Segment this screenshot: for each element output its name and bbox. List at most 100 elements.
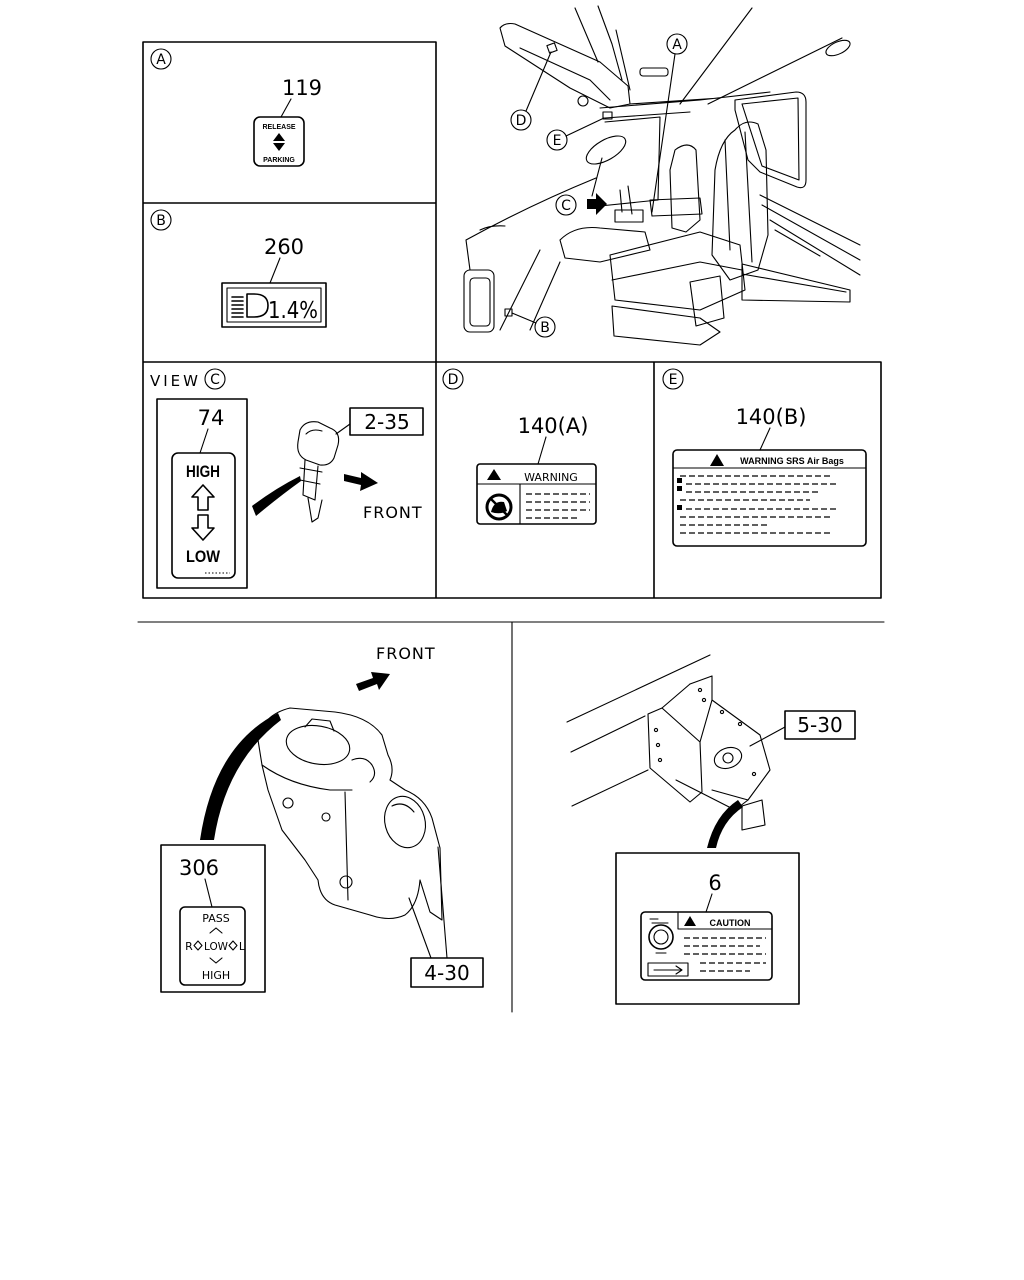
bolt-hole xyxy=(655,742,661,748)
windshield-header xyxy=(599,91,771,119)
ref-text: 2-35 xyxy=(364,410,409,434)
view-title: VIEW xyxy=(150,372,201,390)
bullet-square xyxy=(677,478,682,483)
leader-line xyxy=(280,98,292,118)
panel-b: B 260 1.4% xyxy=(150,209,327,328)
tag-letter: E xyxy=(669,372,678,388)
tag-circle xyxy=(546,129,568,151)
section-dividers xyxy=(137,621,885,1013)
steering-column xyxy=(591,157,603,197)
label-high-text: HIGH xyxy=(186,462,220,481)
tag-letter: E xyxy=(553,133,562,149)
knob-edge xyxy=(391,803,415,813)
tag-circle xyxy=(555,194,577,216)
panel-a: A 119 RELEASE PARKING xyxy=(150,48,322,167)
shift-levers xyxy=(619,185,633,215)
ref-box xyxy=(349,407,424,436)
high-low-shift-label: HIGH LOW xyxy=(171,452,236,579)
seat-back-stitching xyxy=(724,131,753,263)
diamond-icon xyxy=(228,940,238,951)
leader-line xyxy=(269,257,281,284)
label-outline xyxy=(253,116,305,167)
up-arrow-icon xyxy=(191,484,215,511)
part-number: 74 xyxy=(198,406,225,430)
lever-collar xyxy=(299,467,323,485)
chevron-up-icon xyxy=(209,927,223,934)
bolt-hole xyxy=(751,771,757,777)
label-location-e xyxy=(602,111,613,120)
bolt-hole xyxy=(737,721,743,727)
side-notch xyxy=(351,757,376,783)
tag-circle xyxy=(204,368,226,390)
panel-b-tag: B xyxy=(150,209,172,231)
label-outline xyxy=(179,906,246,986)
panel-borders xyxy=(142,41,882,599)
diamond-icon xyxy=(193,940,203,951)
mounted-unit-cap xyxy=(722,752,734,764)
dashboard-sweep xyxy=(465,177,597,271)
lamp-shape xyxy=(246,293,269,318)
switch-body xyxy=(257,707,443,921)
leader-line xyxy=(651,53,676,213)
panel-a-tag: A xyxy=(150,48,172,70)
knob-inner xyxy=(653,929,669,945)
panel-e: E 140(B) WARNING SRS Air Bags xyxy=(662,368,867,547)
lever-knob xyxy=(297,421,340,466)
console-edge xyxy=(519,47,611,101)
steering-wheel xyxy=(585,135,627,165)
label-percent-text: 1.4% xyxy=(268,298,318,324)
seat-base xyxy=(611,305,721,346)
roof-light xyxy=(825,39,851,57)
prohibition-ring xyxy=(485,493,513,521)
cab-callout-d: D xyxy=(510,51,552,131)
label-release-text: RELEASE xyxy=(262,124,295,131)
placeholder-text-lines xyxy=(684,937,766,972)
tag-letter: B xyxy=(540,320,550,336)
part-number: 260 xyxy=(264,235,304,259)
clamp-notch xyxy=(304,718,335,732)
front-label: FRONT xyxy=(363,503,423,522)
tag-circle xyxy=(150,209,172,231)
pointer-curve xyxy=(252,476,301,516)
part-number: 6 xyxy=(708,871,721,895)
label-parking-text: PARKING xyxy=(263,157,295,164)
tag-letter: C xyxy=(210,372,220,388)
switch-illustration xyxy=(257,707,443,921)
frame-rails xyxy=(566,654,711,807)
tag-letter: D xyxy=(448,372,459,388)
speaker xyxy=(577,95,589,107)
warning-label-140a: WARNING xyxy=(476,463,597,525)
panel-e-tag: E xyxy=(662,368,684,390)
tag-circle xyxy=(666,33,688,55)
part-number: 140(A) xyxy=(518,414,589,438)
headlight-icon xyxy=(231,293,269,318)
part-number: 119 xyxy=(282,76,322,100)
label-outline xyxy=(221,282,327,328)
center-console xyxy=(649,197,703,217)
label-outline xyxy=(672,449,867,547)
tag-letter: A xyxy=(156,52,166,68)
prohibition-slash xyxy=(490,498,508,516)
view-direction-arrow-icon xyxy=(587,193,607,215)
headlamp-switch-label: PASS R LOW L HIGH xyxy=(179,906,246,986)
down-arrow-icon xyxy=(191,514,215,541)
floor-lines xyxy=(499,249,561,331)
bracket-tab xyxy=(741,799,766,831)
bolt-hole xyxy=(701,697,707,703)
overhead-console xyxy=(499,22,631,109)
panel-view-c: VIEW C 74 HIGH LOW 2-35 FRONT xyxy=(150,368,424,589)
cab-callout-a: A xyxy=(651,33,688,213)
label-high-text: HIGH xyxy=(202,969,230,982)
part-number: 140(B) xyxy=(736,405,807,429)
ref-text: 5-30 xyxy=(797,713,842,737)
floor-panel xyxy=(741,263,851,303)
side-window-glass xyxy=(741,97,800,181)
bolt-hole xyxy=(657,757,663,763)
cushion-seam xyxy=(611,261,743,281)
frame-illustration xyxy=(566,654,771,831)
body-edges xyxy=(261,764,353,901)
label-header-text: WARNING xyxy=(524,471,578,484)
combination-switch-view: FRONT 306 PASS R LOW L HIG xyxy=(160,644,484,993)
headlight-level-label: 1.4% xyxy=(221,282,327,328)
roof-lines xyxy=(679,7,843,105)
